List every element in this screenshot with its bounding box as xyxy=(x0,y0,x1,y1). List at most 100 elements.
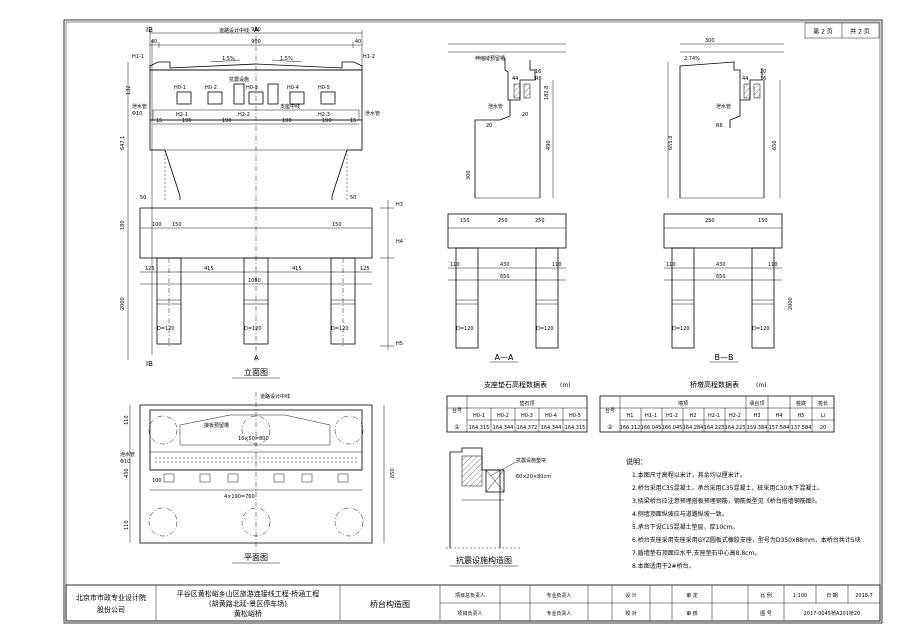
bearing-pads xyxy=(176,83,336,105)
sec-b-dim-20: 20 xyxy=(760,69,766,75)
dim-v-50a: 50 xyxy=(140,195,146,201)
label-h0-2: H0-2 xyxy=(205,85,217,91)
sec-b-drain: 泄水管 xyxy=(716,103,731,110)
table-b-head-group: 墙顶 xyxy=(678,400,688,407)
elevation-piles xyxy=(156,257,356,346)
sec-a-dim-150: 150 xyxy=(460,218,470,224)
sec-b-slope: 2.74% xyxy=(684,56,700,62)
sec-a-pile-d-l: D=120 xyxy=(456,326,474,332)
sec-b-dim-250: 250 xyxy=(705,218,715,224)
sec-b-dim-110a: 110 xyxy=(666,262,676,268)
view-title-plan: 平面图 xyxy=(244,553,268,562)
sheet-total: 共 2 页 xyxy=(850,28,870,36)
sec-a-dim-182: 182.8 xyxy=(544,86,550,100)
sec-a-dim-16: R6 xyxy=(535,76,542,82)
label-h0-1: H0-1 xyxy=(174,85,186,91)
table-a-col-3: H0-3 xyxy=(521,413,533,419)
note-5: 5.承台下设C15混凝土垫层，厚10cm。 xyxy=(632,523,738,531)
dim-v-132: 132 xyxy=(126,85,132,95)
dim-row-190d: 190 xyxy=(322,118,332,124)
label-drain-pipe-right: 泄水管 xyxy=(365,110,380,117)
table-b-col-3: H1-2 xyxy=(666,413,678,419)
sec-a-r6: 20 xyxy=(486,123,492,129)
section-b-view: 300 2.74% 20 44 16 R6 泄水管 655.3 650 250 … xyxy=(663,38,794,363)
plan-size-a: 16×50=800 xyxy=(238,436,269,442)
dim-row-190c: 190 xyxy=(282,118,292,124)
sec-b-pile-d-l: D=120 xyxy=(672,326,690,332)
label-expansion-joint: 伸缩缝预留槽 xyxy=(475,55,505,62)
notes: 说明： 1.本图尺寸高程以米计，其余均以厘米计。 2.桥台采用C35混凝土，承台… xyxy=(626,457,861,570)
tb-r1-c12: 2018.7 xyxy=(855,593,873,599)
sec-a-dim-44: 44 xyxy=(512,76,518,82)
tb-r2-c1: 项目负责人 xyxy=(457,610,482,617)
sec-a-drain: 泄水管 xyxy=(488,103,503,110)
table-a-row-no: ② xyxy=(454,424,460,431)
project-line-3: 黄松峪桥 xyxy=(234,609,262,618)
dim-top-900: 900 xyxy=(251,39,261,45)
view-title-section-b: B—B xyxy=(715,353,734,362)
table-b-col-4: H2 xyxy=(690,413,697,419)
table-b-col-9: H5 xyxy=(798,413,805,419)
table-a-v3: 164.372 xyxy=(517,425,538,431)
dim-cap-150a: 150 xyxy=(172,222,182,228)
plan-drain-dia: Φ10 xyxy=(120,459,130,465)
table-a-v4: 164.344 xyxy=(541,425,562,431)
table-b-v5: 164.223 xyxy=(704,425,725,431)
table-a-title: 支座垫石高程数据表 xyxy=(484,380,547,389)
table-b-v10: 20 xyxy=(820,425,826,431)
label-road-center: 道路设计中线 xyxy=(219,27,249,34)
note-3: 3.挠梁桥台应注意预埋搭板预埋钢筋，钢筋类型见《桥台搭墙钢筋图》。 xyxy=(632,497,821,505)
plan-view: 道路设计中线 接板预留槽 16×50=800 100 4×190=760 泄水管 xyxy=(120,392,396,564)
tb-r1-c9: 比 例 xyxy=(760,592,772,599)
plan-piles xyxy=(148,415,364,537)
table-b-unit: (m) xyxy=(756,382,767,389)
dim-v-647: 647.1 xyxy=(120,136,126,150)
notes-title: 说明： xyxy=(626,457,647,466)
plan-dim-110b: 110 xyxy=(124,520,130,530)
table-a-col-4: H0-4 xyxy=(545,413,557,419)
label-slope-a: 1.5% xyxy=(222,56,235,62)
table-b-col-7: H3 xyxy=(754,413,761,419)
table-b-v3: 166.045 xyxy=(662,425,683,431)
sec-b-dim-655: 655.3 xyxy=(668,136,674,150)
pile-d-left: D=120 xyxy=(157,326,175,332)
pile-d-mid: D=120 xyxy=(244,326,262,332)
plan-dim-650: 650 xyxy=(390,468,396,478)
dim-cap-150b: 150 xyxy=(332,222,342,228)
table-b-col-5: H2-1 xyxy=(708,413,720,419)
label-h3: H3 xyxy=(396,202,403,208)
table-a-head-group: 垫石顶 xyxy=(519,400,534,407)
plan-dim-110a: 110 xyxy=(124,415,130,425)
table-b-v8: 157.584 xyxy=(769,425,790,431)
table-a-col-1: H0-1 xyxy=(473,413,485,419)
label-h1-2: H1-2 xyxy=(363,54,375,60)
dim-v-100: 100 xyxy=(152,222,162,228)
company-line-1: 北京市市政专业设计院 xyxy=(76,593,146,602)
label-h0-5: H0-5 xyxy=(318,85,330,91)
note-1: 1.本图尺寸高程以米计，其余均以厘米计。 xyxy=(632,471,746,479)
label-h0-4: H0-4 xyxy=(287,85,299,91)
label-anti-seismic: 抗震设施 xyxy=(229,76,249,83)
dim-row-190b: 190 xyxy=(222,118,232,124)
label-slope-b: 1.5% xyxy=(280,56,293,62)
table-b-row-no: ② xyxy=(607,424,613,431)
tb-r1-c11: 日 期 xyxy=(826,593,838,599)
project-line-2: (胡黄路北延-景区停车场) xyxy=(209,599,287,608)
sec-a-dim-20b: 20 xyxy=(522,112,528,118)
dim-v-2000: 2000 xyxy=(120,297,126,310)
tb-r1-c1: 项目总负责人 xyxy=(455,592,485,599)
table-b-v2: 166.045 xyxy=(641,425,662,431)
sec-b-dim-110b: 110 xyxy=(768,262,778,268)
dim-top-40a: 40 xyxy=(151,39,157,45)
label-h4: H4 xyxy=(396,239,403,245)
view-title-elevation: 立面图 xyxy=(244,367,268,377)
table-b-title: 桥墩高程数据表 xyxy=(690,380,739,389)
mark-ib-top-left: IB xyxy=(146,26,153,34)
sec-b-dim-650: 650 xyxy=(716,274,726,280)
anti-seismic-view: 抗震设施垫块 60×20×80cm 抗震设施构造图 xyxy=(446,447,551,567)
tb-r2-c9: 图 号 xyxy=(760,611,772,617)
table-a-unit: (m) xyxy=(560,382,571,389)
note-2: 2.桥台采用C35混凝土，承台采用C35混凝土，桩采用C30水下混凝土。 xyxy=(632,484,823,492)
table-b-col-10: Li xyxy=(821,413,825,419)
label-drain-pipe-left: 泄水管 xyxy=(132,103,147,110)
